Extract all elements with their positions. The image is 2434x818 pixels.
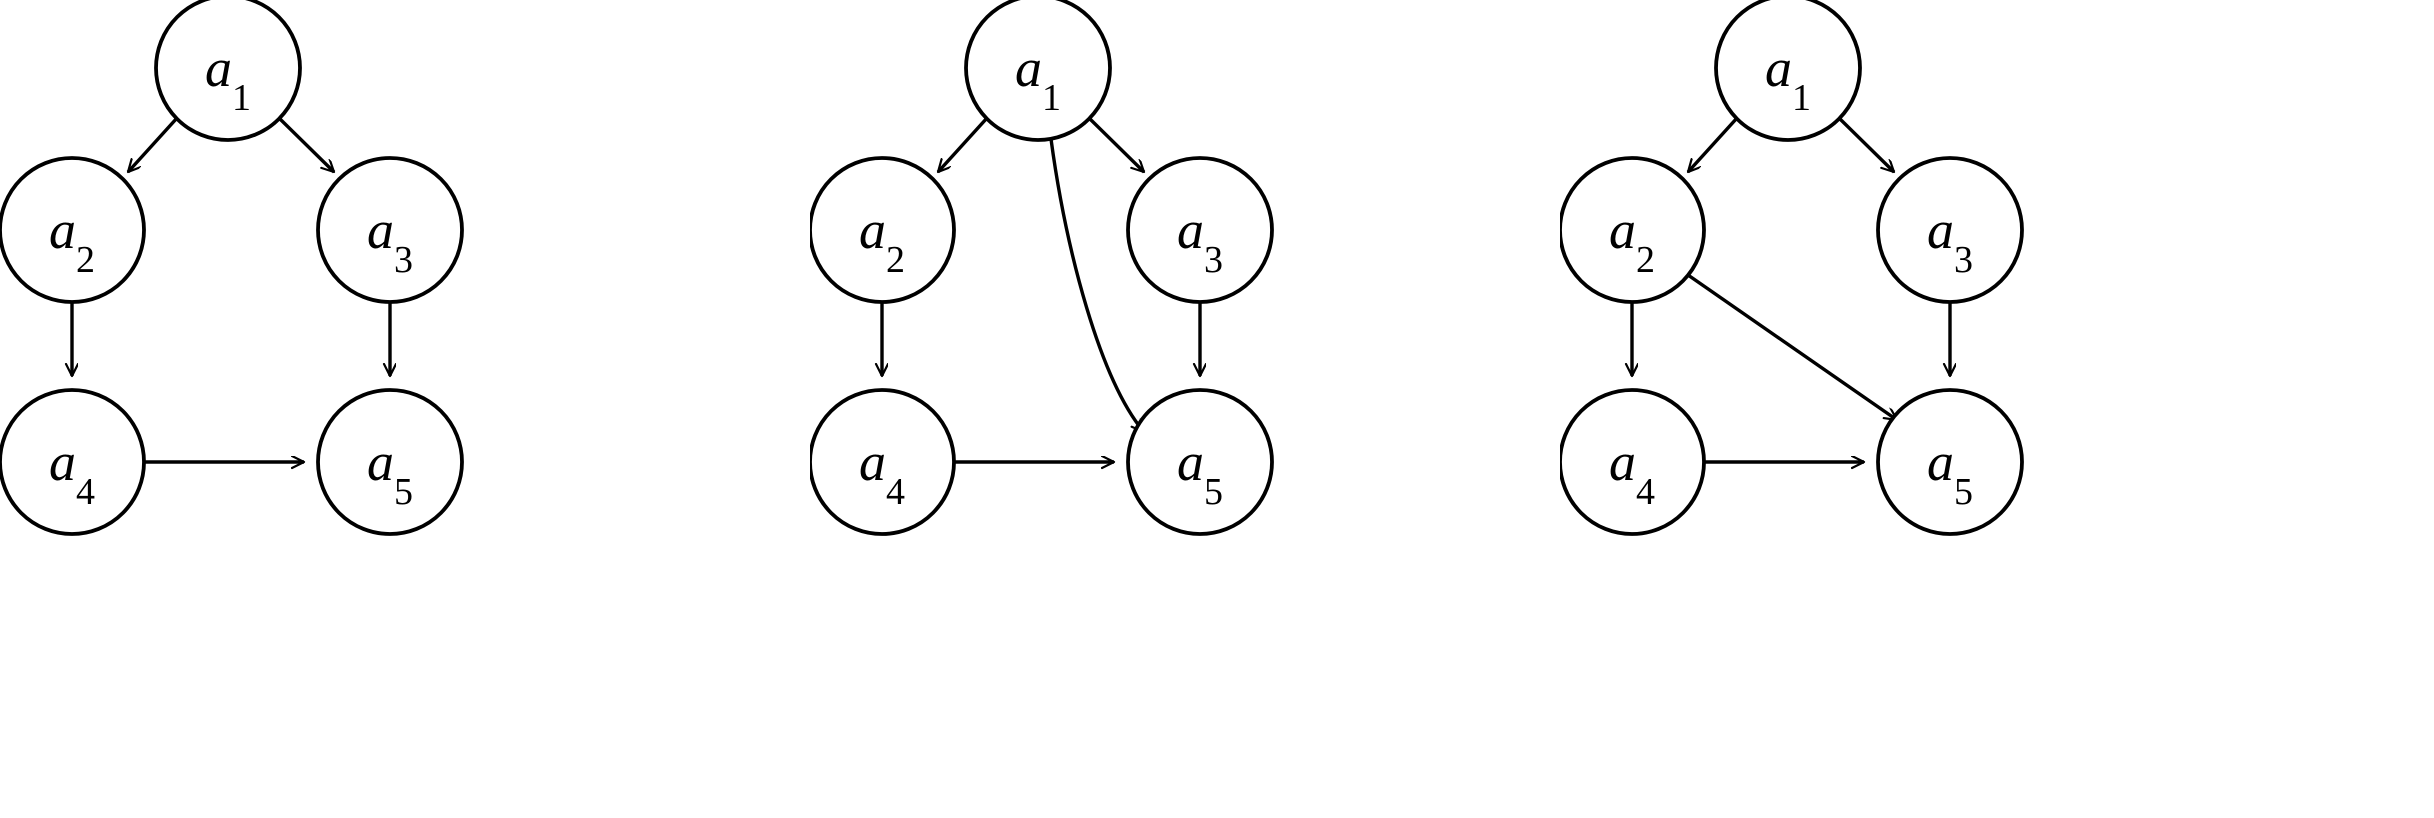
node-circle-a5[interactable]: [1876, 388, 2024, 536]
node-circle-a3[interactable]: [1126, 156, 1274, 304]
node-label-a5: a5: [367, 432, 413, 513]
node-label-a5: a5: [1177, 432, 1223, 513]
node-a2[interactable]: a2: [810, 156, 956, 304]
edge-a1-a3: [1837, 116, 1896, 174]
node-label-a2: a2: [49, 200, 95, 281]
node-a3[interactable]: a3: [316, 156, 464, 304]
node-circle-a1[interactable]: [964, 0, 1112, 142]
node-label-a4: a4: [859, 432, 905, 513]
node-label-a2: a2: [859, 200, 905, 281]
node-label-a3: a3: [1177, 200, 1223, 281]
node-a4[interactable]: a4: [810, 388, 956, 536]
node-circle-a1[interactable]: [154, 0, 302, 142]
node-circle-a4[interactable]: [810, 388, 956, 536]
node-a3[interactable]: a3: [1126, 156, 1274, 304]
edge-a1-a5-curved: [1049, 138, 1146, 432]
node-circle-a5[interactable]: [1126, 388, 1274, 536]
node-circle-a1[interactable]: [1714, 0, 1862, 142]
edge-layer-3: [1632, 116, 1950, 462]
node-a5[interactable]: a5: [316, 388, 464, 536]
edge-layer-2: [882, 116, 1200, 462]
node-label-a5: a5: [1927, 432, 1973, 513]
node-label-a2: a2: [1609, 200, 1655, 281]
node-label-a4: a4: [1609, 432, 1655, 513]
node-layer-1: a1 a2 a3 a4 a5: [0, 0, 464, 536]
edge-a1-a2: [1686, 116, 1739, 174]
node-circle-a4[interactable]: [0, 388, 146, 536]
node-a1[interactable]: a1: [964, 0, 1112, 142]
graph-panel-3: a1 a2 a3 a4 a5: [1560, 0, 2060, 560]
graph-panel-2: a1 a2 a3 a4 a5: [810, 0, 1310, 560]
edge-a1-a3: [1087, 116, 1146, 174]
node-a5[interactable]: a5: [1876, 388, 2024, 536]
node-label-a3: a3: [367, 200, 413, 281]
node-layer-3: a1 a2 a3 a4 a5: [1560, 0, 2024, 536]
node-a2[interactable]: a2: [0, 156, 146, 304]
node-a1[interactable]: a1: [154, 0, 302, 142]
node-circle-a2[interactable]: [1560, 156, 1706, 304]
edge-a2-a5: [1687, 273, 1897, 422]
node-circle-a4[interactable]: [1560, 388, 1706, 536]
edge-a1-a2: [126, 116, 179, 174]
node-circle-a5[interactable]: [316, 388, 464, 536]
node-a1[interactable]: a1: [1714, 0, 1862, 142]
node-label-a1: a1: [1015, 38, 1061, 119]
node-circle-a2[interactable]: [810, 156, 956, 304]
node-a4[interactable]: a4: [0, 388, 146, 536]
node-label-a3: a3: [1927, 200, 1973, 281]
node-circle-a2[interactable]: [0, 156, 146, 304]
node-a4[interactable]: a4: [1560, 388, 1706, 536]
node-a5[interactable]: a5: [1126, 388, 1274, 536]
node-circle-a3[interactable]: [316, 156, 464, 304]
node-a2[interactable]: a2: [1560, 156, 1706, 304]
node-label-a1: a1: [1765, 38, 1811, 119]
node-label-a1: a1: [205, 38, 251, 119]
graph-panel-1: a1 a2 a3 a4 a5: [0, 0, 500, 560]
edge-layer-1: [72, 116, 390, 462]
node-circle-a3[interactable]: [1876, 156, 2024, 304]
node-label-a4: a4: [49, 432, 95, 513]
edge-a1-a3: [277, 116, 336, 174]
edge-a1-a2: [936, 116, 989, 174]
node-a3[interactable]: a3: [1876, 156, 2024, 304]
node-layer-2: a1 a2 a3 a4 a5: [810, 0, 1274, 536]
